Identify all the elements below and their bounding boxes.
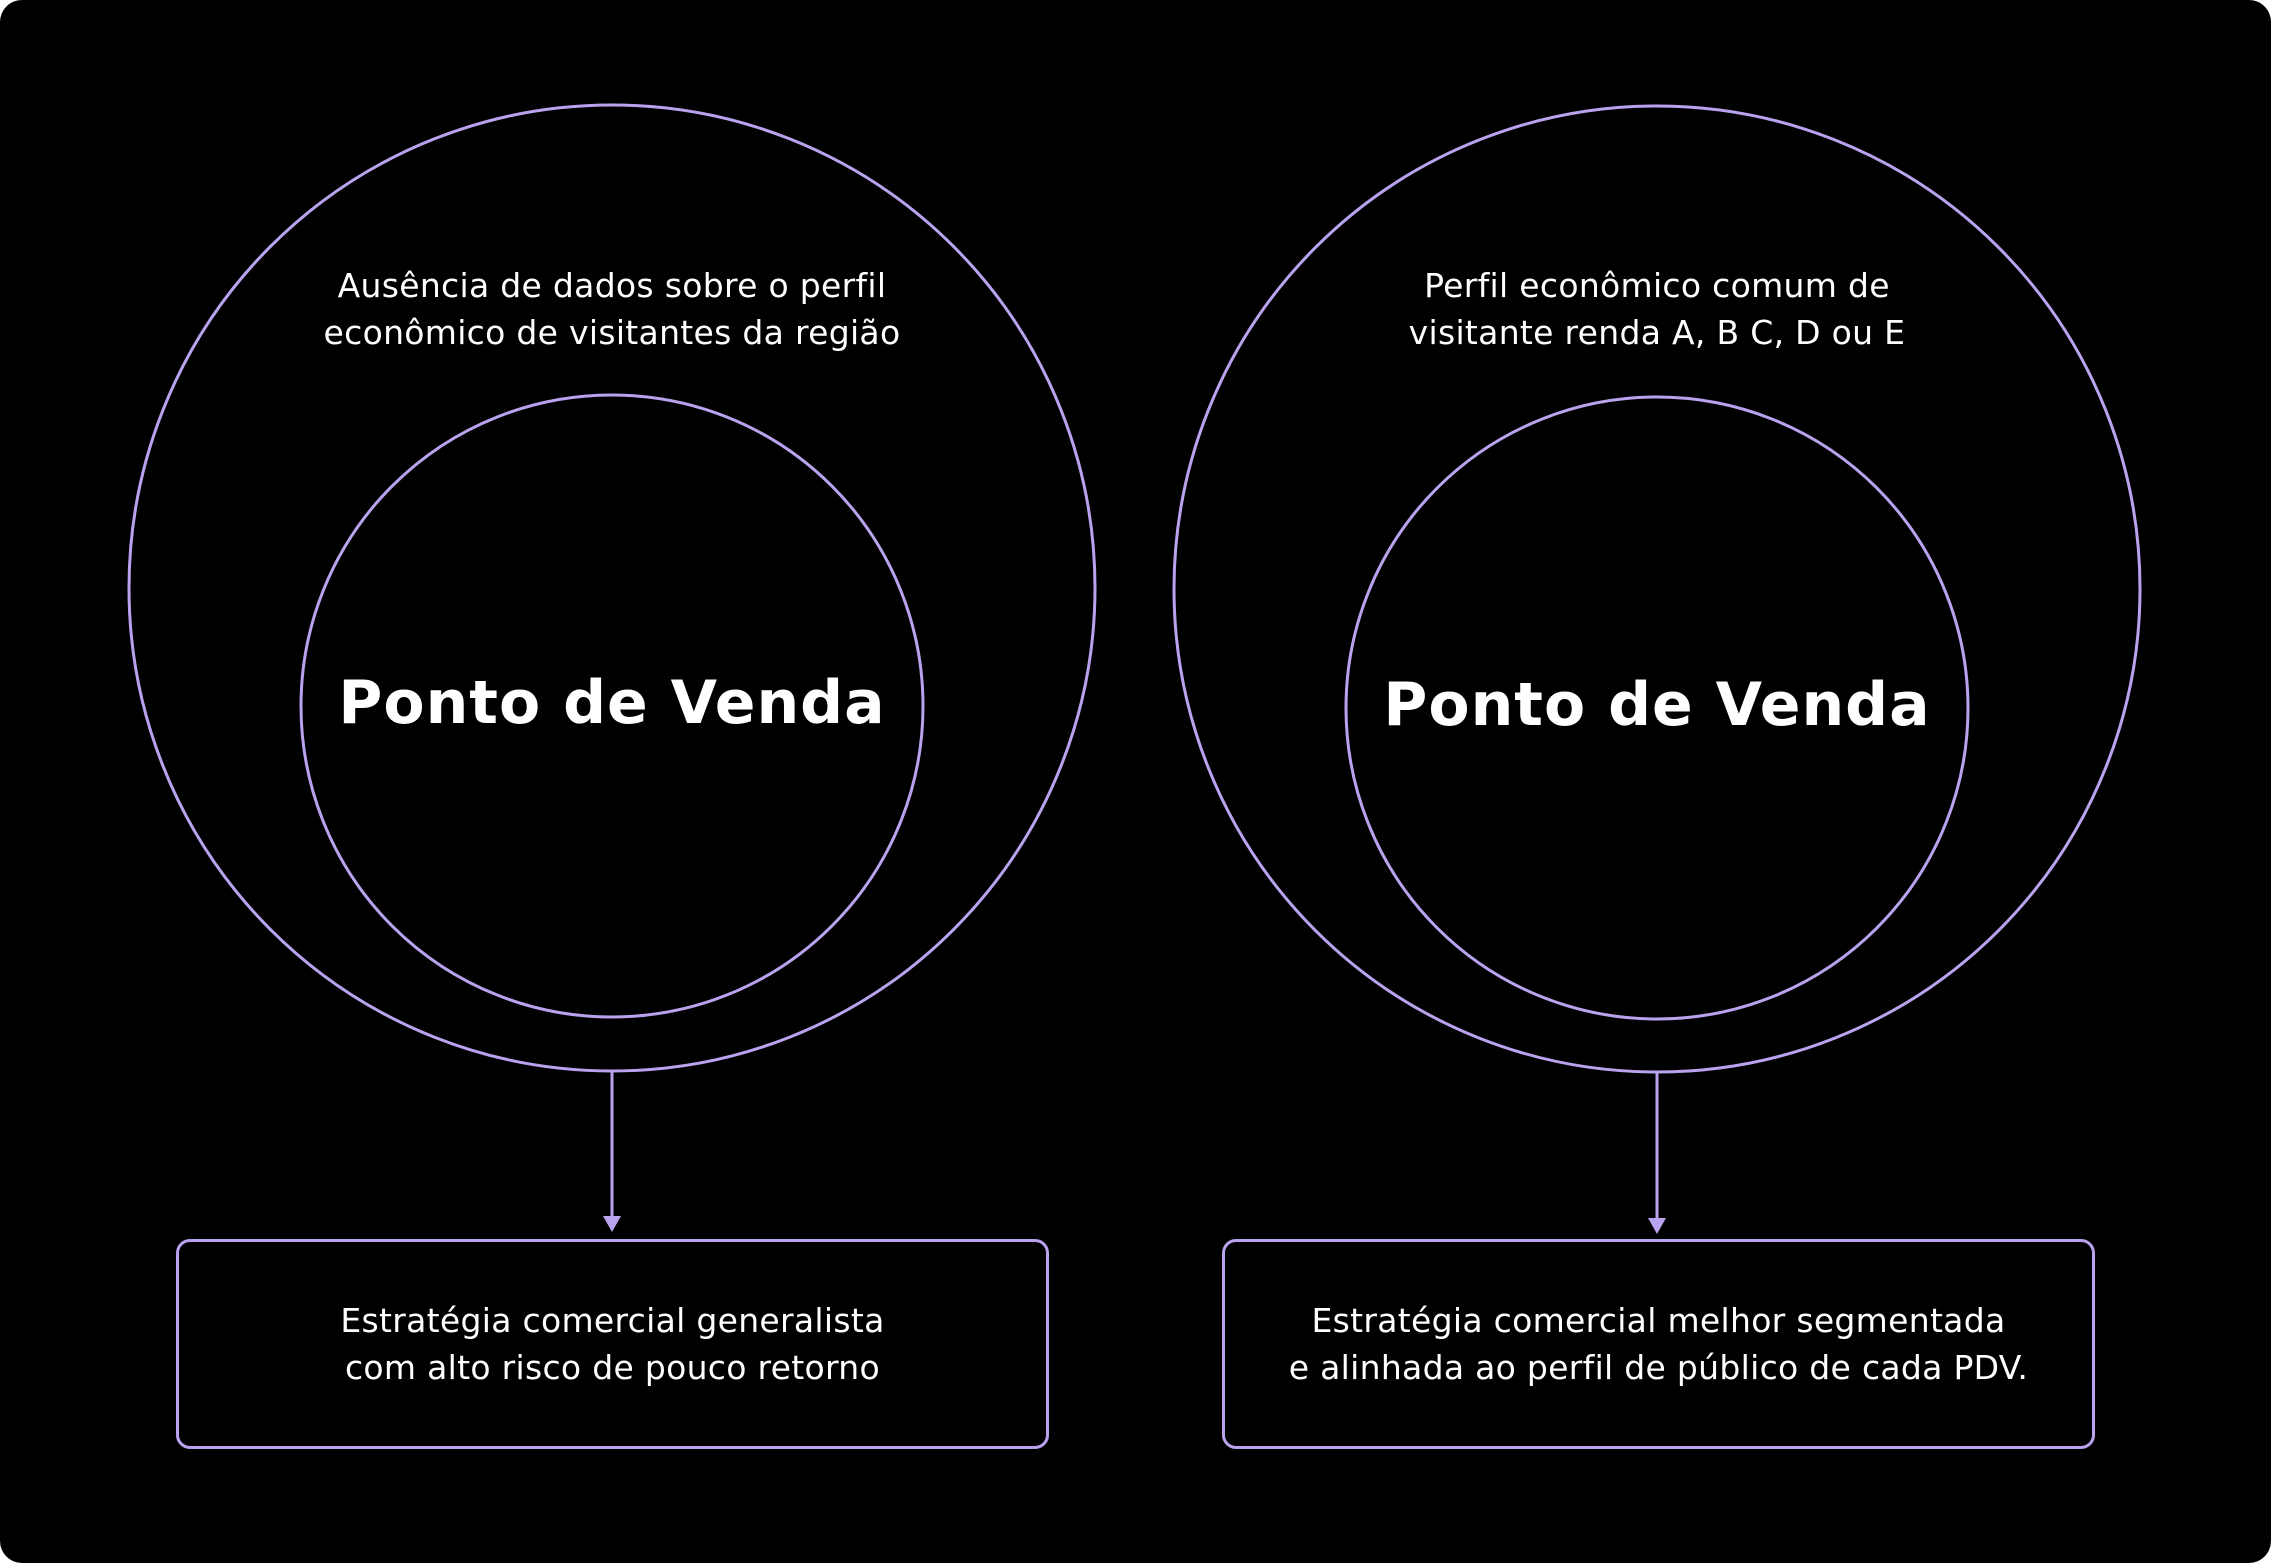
right-outer-circle [1172, 104, 2142, 1074]
left-inner-circle [299, 393, 925, 1019]
right-result-text: Estratégia comercial melhor segmentada e… [1289, 1297, 2028, 1391]
left-arrow-head-icon [603, 1216, 621, 1232]
right-arrow-head-icon [1648, 1218, 1666, 1234]
left-center-title: Ponto de Venda [338, 668, 886, 738]
left-result-line-1: Estratégia comercial generalista [340, 1301, 885, 1340]
right-inner-circle [1344, 395, 1970, 1021]
left-outer-label-line-2: econômico de visitantes da região [323, 313, 901, 352]
left-result-line-2: com alto risco de pouco retorno [344, 1348, 880, 1387]
left-result-box: Estratégia comercial generalista com alt… [176, 1239, 1049, 1449]
left-result-text: Estratégia comercial generalista com alt… [340, 1297, 884, 1391]
right-result-line-1: Estratégia comercial melhor segmentada [1311, 1301, 2006, 1340]
right-center-title: Ponto de Venda [1383, 670, 1931, 740]
right-result-box: Estratégia comercial melhor segmentada e… [1222, 1239, 2095, 1449]
right-outer-label-line-1: Perfil econômico comum de [1424, 266, 1890, 305]
right-outer-label-line-2: visitante renda A, B C, D ou E [1408, 313, 1906, 352]
right-outer-label: Perfil econômico comum de visitante rend… [1307, 262, 2007, 356]
left-outer-label: Ausência de dados sobre o perfil econômi… [262, 262, 962, 356]
left-outer-circle [127, 103, 1097, 1073]
right-result-line-2: e alinhada ao perfil de público de cada … [1288, 1348, 2029, 1387]
left-outer-label-line-1: Ausência de dados sobre o perfil [337, 266, 887, 305]
